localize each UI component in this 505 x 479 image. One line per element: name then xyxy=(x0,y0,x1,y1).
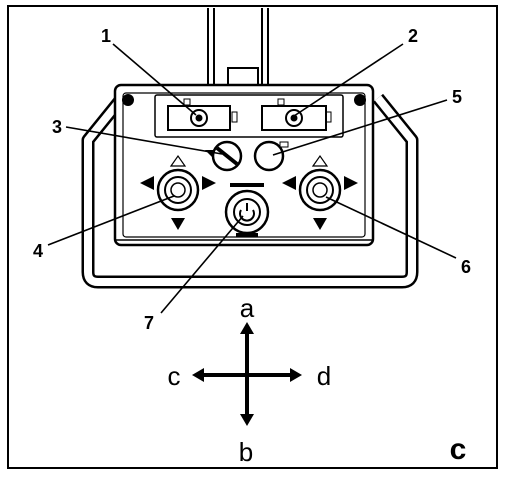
callout-3: 3 xyxy=(52,117,62,137)
callout-7: 7 xyxy=(144,313,154,333)
callout-5: 5 xyxy=(452,87,462,107)
callout-6: 6 xyxy=(461,257,471,277)
bolt-icon xyxy=(122,94,134,106)
callout-4: 4 xyxy=(33,241,43,261)
direction-label-left: c xyxy=(168,361,181,391)
direction-label-right: d xyxy=(317,361,331,391)
direction-label-up: a xyxy=(240,293,255,323)
panel-label: c xyxy=(450,433,467,466)
indicator-light-5 xyxy=(253,140,289,172)
joystick-6[interactable] xyxy=(282,154,358,230)
toggle-switch-1[interactable] xyxy=(167,98,238,131)
joystick-4[interactable] xyxy=(140,154,216,230)
figure-border xyxy=(7,5,498,469)
direction-label-down: b xyxy=(239,437,253,467)
direction-cross xyxy=(192,322,302,426)
mounting-post xyxy=(207,8,269,87)
callout-1: 1 xyxy=(101,26,111,46)
toggle-switch-2[interactable] xyxy=(261,98,332,131)
bolt-icon xyxy=(354,94,366,106)
callout-2: 2 xyxy=(408,26,418,46)
leader-lines xyxy=(47,43,457,314)
